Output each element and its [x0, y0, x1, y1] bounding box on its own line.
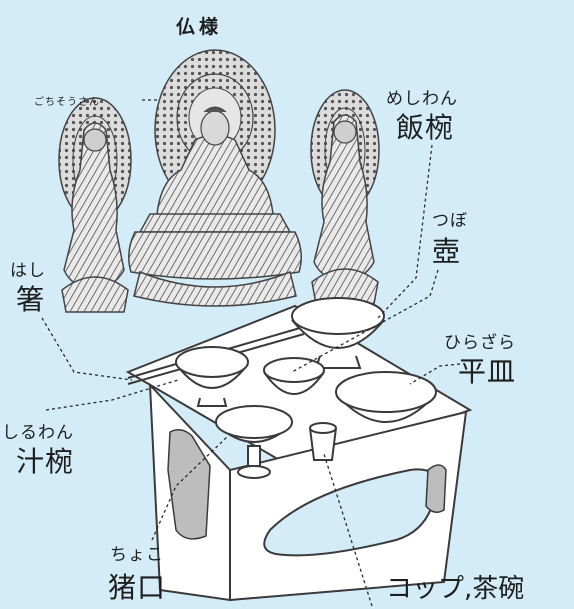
soup-bowl	[175, 346, 249, 407]
cup-label: コップ,茶碗	[386, 574, 525, 604]
rice-bowl	[291, 297, 385, 369]
offering-table	[125, 304, 473, 602]
leader-hirazara	[409, 363, 461, 385]
shiruwan-label: 汁椀	[16, 445, 75, 478]
hashi-reading: はし	[10, 261, 46, 281]
hirazara-reading: ひらざら	[444, 333, 516, 353]
choko-label: 猪口	[108, 571, 167, 604]
offering-note: ごちそうさん	[34, 97, 100, 108]
leader-hashi	[41, 317, 133, 381]
lotus-pedestal	[138, 213, 292, 233]
flat-plate-bowl	[335, 371, 437, 423]
leader-cup	[323, 453, 373, 607]
leader-lines	[41, 99, 461, 607]
choko-reading: ちょこ	[110, 545, 164, 565]
tsubo-bowl	[263, 357, 325, 395]
shiruwan-reading: しるわん	[2, 423, 74, 443]
meshiwan-reading: めしわん	[386, 89, 458, 109]
meshiwan-label: 飯椀	[396, 111, 455, 144]
page-title: 仏様	[176, 16, 223, 38]
leader-shiruwan	[45, 379, 179, 411]
leader-meshiwan	[375, 144, 433, 321]
tsubo-reading: つぼ	[432, 211, 468, 231]
tsubo-label: 壺	[432, 235, 462, 268]
leader-tsubo	[291, 269, 439, 373]
hirazara-label: 平皿	[458, 355, 517, 388]
tea-cup	[309, 422, 337, 461]
leader-choko	[151, 435, 229, 541]
buddha-statues	[58, 49, 380, 313]
hashi-label: 箸	[16, 283, 46, 316]
choko-cup	[215, 405, 293, 479]
